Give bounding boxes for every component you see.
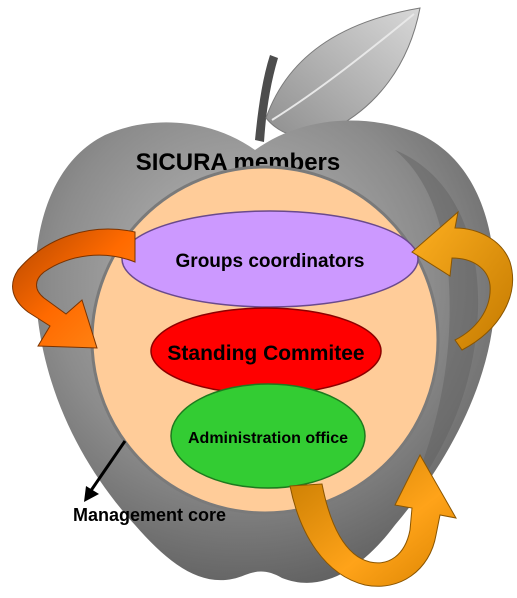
- administration-office-label: Administration office: [188, 430, 348, 447]
- administration-office-ellipse: [170, 383, 366, 489]
- left-curved-arrow: [12, 228, 136, 349]
- right-curved-arrow: [411, 210, 514, 351]
- apple-stem: [255, 55, 278, 142]
- groups-coordinators-ellipse: [121, 210, 419, 308]
- standing-committee-label: Standing Commitee: [167, 342, 364, 365]
- management-core-pointer-head: [84, 486, 99, 502]
- leaf-vein: [271, 13, 415, 121]
- groups-coordinators-label: Groups coordinators: [176, 251, 365, 272]
- management-core-pointer-line: [88, 440, 127, 493]
- management-core-label: Management core: [73, 505, 226, 525]
- bottom-curved-arrow: [289, 453, 457, 587]
